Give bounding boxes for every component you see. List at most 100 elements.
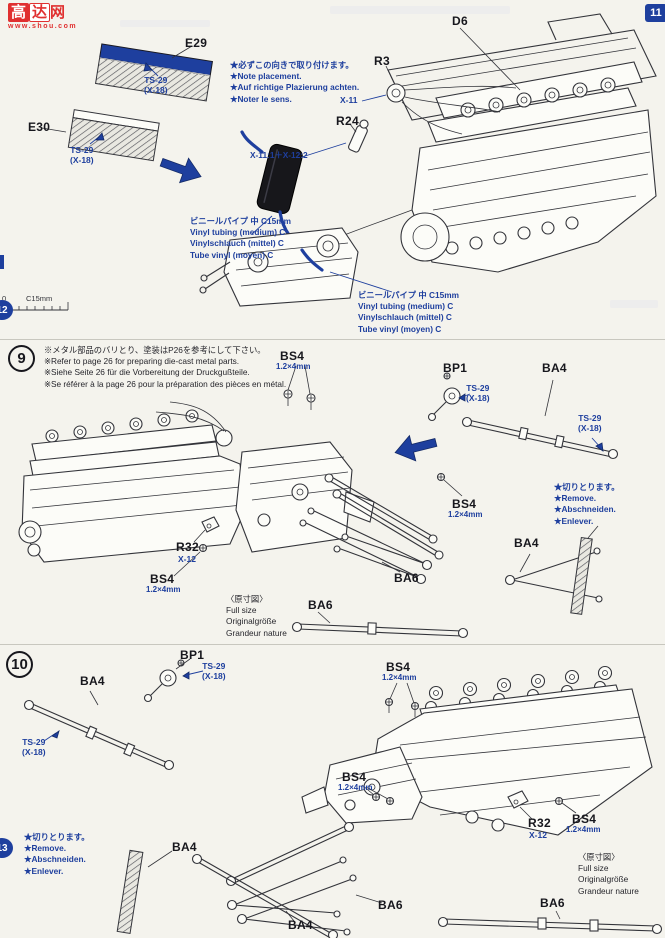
fullsize-ba6-drawing [437,910,663,935]
part-label-ba4: BA4 [80,674,105,688]
note-line: Full size [226,605,257,616]
paint-line: (X-18) [578,422,602,433]
page-edge-fragment [0,255,4,269]
step8-illustration [2,13,657,311]
part-label-ba6: BA6 [308,598,333,612]
part-label-bs4: BS4 [342,770,367,784]
part-label-e29: E29 [185,36,208,50]
engine-drawing [301,665,653,836]
part-label-r24: R24 [336,114,359,128]
watermark-url: www.shou.com [8,23,78,30]
step-number-9: 9 [8,345,35,372]
part-e30-drawing [67,109,160,162]
remove-note: ★切りとります。 ★Remove. ★Abschneiden. ★Enlever… [24,832,90,877]
fullsize-note: 〈原寸図〉 Full size Originalgröße Grandeur n… [578,852,639,897]
note-line: ★Noter le sens. [230,93,292,104]
fullsize-ba6-drawing [291,611,469,639]
section-divider [0,644,665,645]
paint-line: TS-29 [144,75,168,85]
assembly-arrow [159,157,202,184]
note-line: ※メタル部品のバリとり、塗装はP26を参考にして下さい。 [44,345,266,355]
note-line: ★必ずこの向きで取り付けます。 [230,60,354,70]
step10-illustration [23,658,663,938]
part-ba4-wishbone-drawing [504,525,603,615]
note-line: Vinyl tubing (medium) C [190,227,286,238]
note-line: Tube vinyl (moyen) C [358,323,442,334]
suspension-arms-drawing [191,821,383,938]
page-number-tab-left: 13 [0,838,13,858]
paint-callout-ts29: TS-29 (X-18) [22,737,46,758]
note-line: Originalgröße [578,874,629,885]
part-bp1-drawing [427,372,471,422]
part-label-e30: E30 [28,120,51,134]
part-r32-drawing [507,790,577,820]
screw-size-label: 1.2×4mm [382,673,417,682]
part-label-bs4: BS4 [386,660,411,674]
screw-size-label: 1.2×4mm [448,510,483,519]
note-line: Vinyl tubing (medium) C [358,301,454,312]
note-line: ★Abschneiden. [554,504,616,515]
part-label-ba4: BA4 [172,840,197,854]
note-line: Tube vinyl (moyen) C [190,249,274,260]
part-label-ba4: BA4 [542,361,567,375]
sprue-rod-drawing [116,849,144,934]
paint-callout-ts29: TS-29 (X-18) [466,383,490,404]
assembly-arrow [394,434,438,462]
part-label-d6: D6 [452,14,468,28]
part-label-ba6: BA6 [540,896,565,910]
part-ba4-rod-drawing [23,690,175,771]
page-number-tab-left: 12 [0,300,13,320]
note-line: ★切りとります。 [24,832,90,842]
paint-mix-note: X-11:1＋X-12:2 [250,150,308,160]
note-line: 〈原寸図〉 [226,594,268,604]
print-bleed [120,20,210,27]
part-label-bs4: BS4 [572,812,597,826]
part-label-bs4: BS4 [452,497,477,511]
page-number-tab-right: 11 [645,4,665,22]
paint-line: (X-18) [22,746,46,757]
paint-line: (X-18) [202,670,226,681]
screw-bs4 [384,697,420,717]
part-ba4-rod-drawing [461,379,619,460]
fullsize-note: 〈原寸図〉 Full size Originalgröße Grandeur n… [226,594,287,639]
print-bleed [610,300,658,308]
paint-line: TS-29 [578,413,602,423]
note-line: ※Siehe Seite 26 für die Vorbereitung der… [44,367,250,378]
note-line: Grandeur nature [226,627,287,638]
watermark-logo: 高达网 www.shou.com [8,3,78,30]
note-line: ※Refer to page 26 for preparing die-cast… [44,356,240,367]
part-label-r32: R32 [528,816,551,830]
note-line: ★Auf richtige Plazierung achten. [230,82,360,93]
screw-size-label: 1.2×4mm [146,585,181,594]
paint-callout-ts29: TS-29 (X-18) [70,145,94,166]
part-label-ba6: BA6 [378,898,403,912]
section-divider [0,339,665,340]
remove-note: ★切りとります。 ★Remove. ★Abschneiden. ★Enlever… [554,482,620,527]
note-line: ビニールパイプ 中 C15mm [358,290,459,300]
vinyl-tube-note: ビニールパイプ 中 C15mm Vinyl tubing (medium) C … [358,290,459,335]
note-line: ★Remove. [554,493,597,504]
part-label-r32: R32 [176,540,199,554]
screw-size-label: 1.2×4mm [338,783,373,792]
note-placement: ★必ずこの向きで取り付けます。 ★Note placement. ★Auf ri… [230,60,359,105]
paint-line: TS-29 [202,661,226,671]
note-line: 〈原寸図〉 [578,852,620,862]
part-r32-drawing [173,516,220,577]
note-line: ビニールパイプ 中 C15mm [190,216,291,226]
paint-line: (X-18) [466,392,490,403]
paint-callout-x12: X-12 [178,554,196,564]
air-duct-drawing [256,143,303,214]
note-line: ★Remove. [24,843,67,854]
part-label-ba6: BA6 [394,571,419,585]
part-label-r3: R3 [374,54,390,68]
paint-callout-ts29: TS-29 (X-18) [202,661,226,682]
part-label-bs4: BS4 [150,572,175,586]
paint-line: TS-29 [466,383,490,393]
engine-drawing [321,13,657,273]
note-line: Grandeur nature [578,885,639,896]
vinyl-tube-note: ビニールパイプ 中 C15mm Vinyl tubing (medium) C … [190,216,291,261]
watermark-char: 网 [50,4,66,21]
note-line: ※Se référer à la page 26 pour la prépara… [44,378,287,389]
part-label-bp1: BP1 [180,648,205,662]
